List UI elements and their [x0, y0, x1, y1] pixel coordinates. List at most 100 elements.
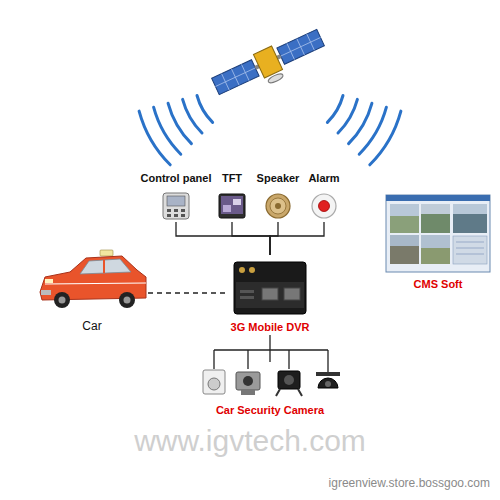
- security-cameras-part: [243, 376, 253, 386]
- taxi-car-part: [45, 279, 53, 283]
- radio-waves: [139, 96, 401, 165]
- camera-wiring-part: [247, 350, 248, 369]
- cms-software-window-part: [421, 235, 450, 264]
- taxi-car-part: [45, 283, 146, 284]
- control-panel-icon-part: [163, 193, 189, 219]
- security-cameras-part: [316, 372, 340, 376]
- device-box: Alarm: [305, 172, 343, 222]
- cms-software-window-part: [386, 195, 490, 201]
- cms-software-window-part: [453, 204, 487, 214]
- tft-monitor-icon-part: [221, 196, 243, 214]
- control-panel-icon-part: [181, 209, 185, 212]
- security-cameras-part: [278, 371, 300, 389]
- cms-software-window-part: [390, 235, 419, 246]
- taxi-car-part: [124, 297, 131, 304]
- security-cameras: [203, 370, 340, 396]
- device-box: Control panel: [138, 172, 215, 222]
- radio-waves-part: [359, 107, 386, 154]
- alarm-button-icon-part: [312, 194, 336, 218]
- mobile-dvr-unit-part: [284, 288, 300, 300]
- dvr-box: 3G Mobile DVR: [225, 255, 315, 335]
- taxi-car-part: [100, 250, 113, 256]
- watermark: www.igvtech.com: [134, 424, 366, 458]
- radio-waves-part: [154, 107, 181, 154]
- alarm-button-icon: [312, 194, 336, 218]
- security-cameras-part: [325, 381, 331, 387]
- speaker-icon-part: [270, 198, 286, 214]
- control-panel-icon-part: [174, 214, 178, 217]
- camera-wiring-part: [327, 350, 328, 372]
- control-panel-icon-part: [181, 214, 185, 217]
- node-label: Car Security Camera: [216, 404, 324, 417]
- satellite-part: [277, 29, 324, 64]
- satellite-part: [253, 46, 282, 78]
- radio-waves-part: [327, 96, 343, 123]
- cms-software-window-part: [453, 204, 487, 233]
- radio-waves-part: [183, 99, 202, 133]
- tft-monitor-icon: [219, 194, 245, 218]
- mobile-dvr-unit-part: [239, 267, 245, 273]
- node-label: TFT: [222, 172, 242, 185]
- cms-software-window-part: [456, 242, 484, 243]
- taxi-car-part: [59, 297, 66, 304]
- taxi-car-part: [119, 292, 135, 308]
- radio-waves-part: [197, 96, 213, 123]
- mobile-dvr-unit-part: [262, 288, 278, 300]
- control-panel-icon-part: [167, 196, 185, 206]
- wire-connector: [270, 222, 324, 255]
- node-label: CMS Soft: [414, 278, 463, 291]
- cms-software-window-part: [390, 204, 419, 233]
- mobile-dvr-unit-part: [249, 267, 255, 273]
- cms-software-window-part: [421, 204, 450, 233]
- control-panel-icon-part: [174, 209, 178, 212]
- node-label: Control panel: [141, 172, 212, 185]
- security-cameras-part: [241, 390, 255, 395]
- node-label: 3G Mobile DVR: [231, 321, 310, 334]
- security-cameras-part: [203, 370, 225, 394]
- speaker-icon-part: [275, 203, 281, 209]
- security-cameras-part: [236, 372, 260, 390]
- control-panel-icon: [163, 193, 189, 219]
- tft-monitor-icon-part: [233, 199, 241, 205]
- node-label: Car: [82, 319, 101, 333]
- taxi-car-part: [41, 290, 51, 295]
- wire-connector: [232, 222, 270, 255]
- mobile-dvr-unit-part: [236, 282, 304, 308]
- wire-connector: [270, 222, 278, 255]
- security-cameras-part: [318, 378, 338, 388]
- control-panel-icon-part: [167, 209, 171, 212]
- taxi-car-part: [54, 292, 70, 308]
- vehicle-box: Car: [36, 248, 148, 334]
- radio-waves-part: [168, 103, 191, 143]
- alarm-button-icon-part: [319, 201, 330, 212]
- security-cameras-part: [276, 389, 302, 396]
- watermark: igreenview.store.bossgoo.com: [329, 476, 490, 490]
- taxi-car: [40, 250, 146, 308]
- tft-monitor-icon-part: [223, 205, 231, 212]
- cms-software-window-part: [390, 204, 419, 216]
- radio-waves-part: [338, 99, 357, 133]
- camera-wiring-part: [288, 350, 289, 369]
- speaker-icon-part: [266, 194, 290, 218]
- cms-software-window: [386, 195, 490, 272]
- control-panel-icon-part: [167, 214, 171, 217]
- device-box: Speaker: [254, 172, 303, 222]
- node-label: Speaker: [257, 172, 300, 185]
- taxi-car-part: [80, 259, 131, 274]
- radio-waves-part: [139, 111, 170, 165]
- radio-waves-part: [349, 103, 372, 143]
- speaker-icon: [266, 194, 290, 218]
- cms-software-window-part: [453, 236, 487, 264]
- cms-software-window-part: [390, 235, 419, 264]
- satellite-part: [215, 68, 255, 87]
- tft-monitor-icon-part: [219, 194, 245, 218]
- wire-connector: [176, 222, 270, 255]
- cms-software-window-part: [421, 235, 450, 248]
- camera-wiring: [214, 350, 328, 372]
- camera-wiring-part: [213, 350, 214, 369]
- security-cameras-part: [284, 375, 294, 385]
- cms-software-window-part: [421, 204, 450, 214]
- mobile-dvr-unit-part: [234, 262, 306, 314]
- satellite-part: [281, 37, 321, 56]
